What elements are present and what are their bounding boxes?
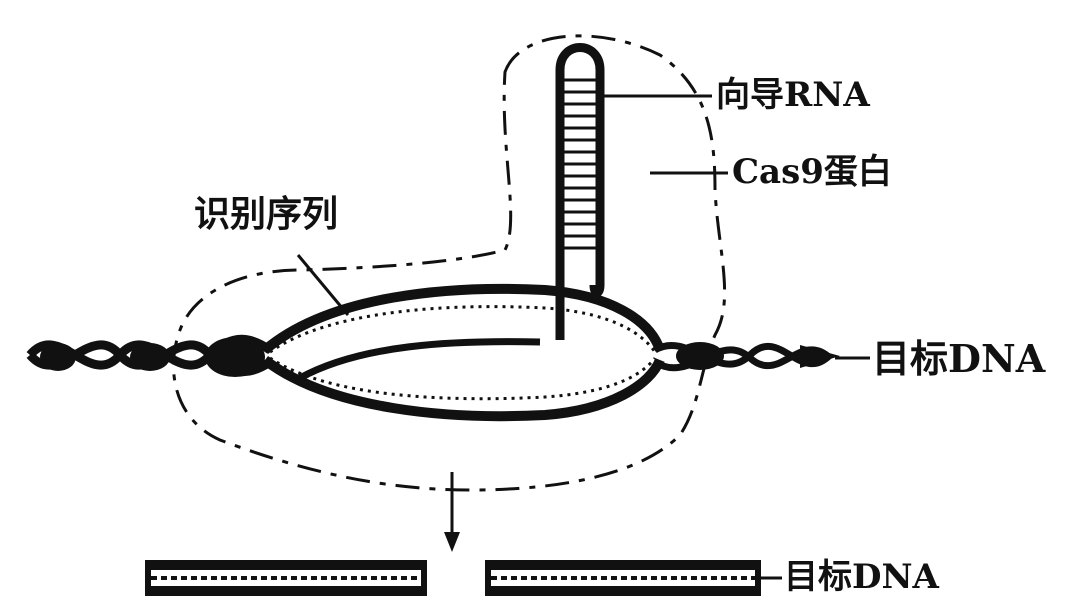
dna-helix-left <box>30 337 270 377</box>
recognition-sequence-label: 识别序列 <box>194 196 338 232</box>
target-dna-label-bottom: 目标DNA <box>784 560 939 594</box>
target-dna-label-top: 目标DNA <box>872 340 1045 378</box>
cleaved-dna-right <box>485 560 761 596</box>
dna-helix-right <box>655 342 840 370</box>
cas9-protein-label: Cas9蛋白 <box>732 155 892 189</box>
leader-recognition <box>298 255 348 315</box>
cleavage-arrow <box>444 472 460 552</box>
guide-rna-label: 向导RNA <box>716 78 870 112</box>
cleaved-dna-left <box>145 560 427 596</box>
cas9-protein-outline <box>173 36 724 490</box>
dna-bubble <box>265 289 660 416</box>
